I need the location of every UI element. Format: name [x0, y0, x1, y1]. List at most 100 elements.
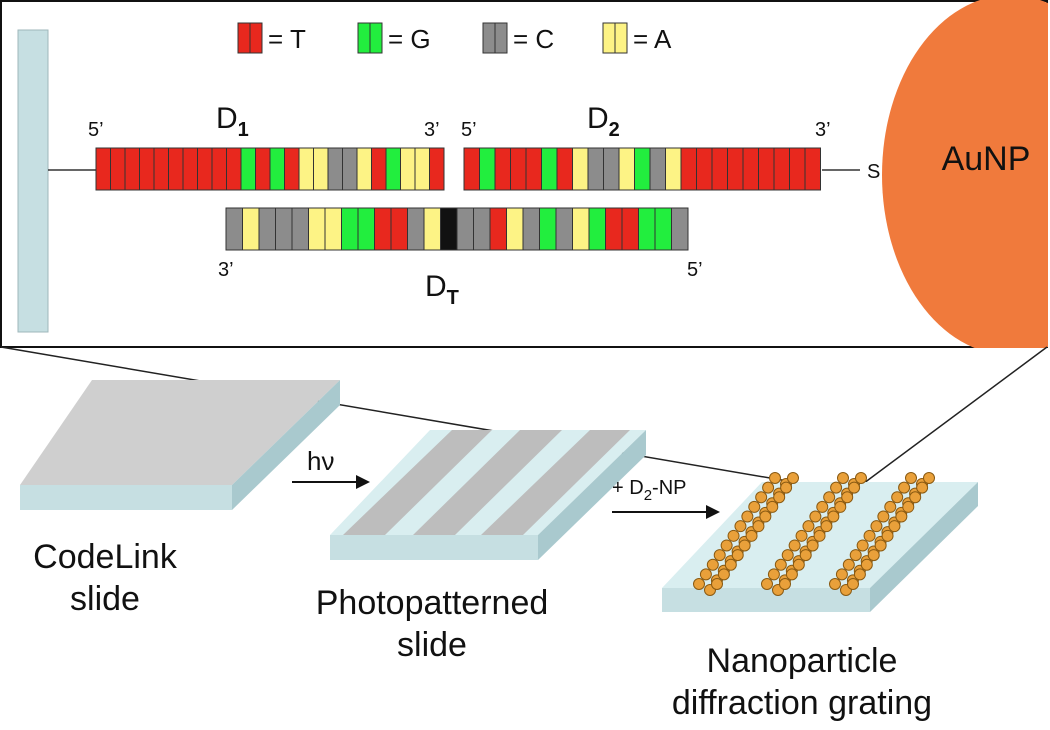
codelink-caption-line2: slide: [70, 580, 140, 618]
nanoparticle-bead-36: [837, 472, 849, 484]
base-d1-13: [284, 147, 300, 191]
base-d1-20: [385, 147, 401, 191]
nanoparticle-bead-101: [860, 558, 873, 571]
photopatterned-caption-line1: Photopatterned: [316, 584, 549, 622]
nanoparticle-bead-54: [795, 529, 808, 542]
base-d2-14: [680, 147, 697, 191]
legend-swatch-A: [614, 22, 628, 54]
base-dt-14: [456, 207, 474, 251]
base-d1-2: [124, 147, 140, 191]
legend-label-A: = A: [633, 24, 672, 54]
legend-label-T: = T: [268, 24, 306, 54]
d1-3prime-label: 3’: [424, 119, 440, 141]
base-d2-12: [649, 147, 666, 191]
nanoparticle-bead-96: [849, 549, 862, 562]
nanoparticle-bead-21: [720, 539, 733, 552]
nanoparticle-bead-92: [881, 529, 894, 542]
base-d2-22: [804, 147, 821, 191]
nanoparticle-bead-3: [762, 481, 775, 494]
nanoparticle-bead-9: [748, 500, 761, 513]
nanoparticle-bead-105: [829, 578, 841, 590]
base-d2-8: [587, 147, 604, 191]
nanoparticle-bead-90: [863, 529, 876, 542]
base-dt-11: [407, 207, 425, 251]
nanoparticle-bead-71: [779, 578, 791, 590]
arrow-illumination: [292, 475, 370, 489]
nanoparticle-bead-59: [806, 539, 819, 552]
base-dt-27: [671, 207, 689, 251]
base-dt-0: [225, 207, 243, 251]
base-dt-13: [440, 207, 458, 251]
base-dt-2: [258, 207, 276, 251]
base-d2-2: [494, 147, 511, 191]
nanoparticle-bead-66: [767, 568, 780, 581]
nanoparticle-bead-20: [745, 529, 758, 542]
nanoparticle-bead-51: [802, 520, 815, 533]
nanoparticle-bead-86: [895, 510, 908, 523]
base-legend: = T= G= C= A: [237, 22, 672, 54]
base-dt-7: [341, 207, 359, 251]
nanoparticle-bead-57: [788, 539, 801, 552]
illumination-label: hν: [307, 446, 334, 476]
strand-d2: [463, 147, 821, 191]
photopatterned-caption-line2: slide: [397, 626, 467, 664]
base-d1-5: [168, 147, 184, 191]
nanoparticle-bead-50: [827, 510, 840, 523]
base-d1-14: [298, 147, 314, 191]
base-d1-8: [211, 147, 227, 191]
nanoparticle-bead-18: [727, 529, 740, 542]
base-d1-11: [255, 147, 271, 191]
legend-swatch-T: [249, 22, 263, 54]
base-d1-15: [313, 147, 329, 191]
base-d1-6: [182, 147, 198, 191]
base-d1-12: [269, 147, 285, 191]
base-d1-9: [226, 147, 242, 191]
nanoparticle-bead-8: [773, 491, 786, 504]
base-d2-3: [510, 147, 527, 191]
nanoparticle-bead-68: [785, 568, 798, 581]
nanoparticle-bead-2: [787, 472, 799, 484]
base-d2-4: [525, 147, 542, 191]
base-d2-5: [541, 147, 558, 191]
nanoparticle-bead-29: [724, 558, 737, 571]
gold-nanoparticle: [882, 0, 1048, 348]
strand-d2-label: D2: [587, 102, 620, 141]
grating-caption-line1: Nanoparticle: [707, 642, 898, 680]
nanoparticle-bead-78: [891, 491, 904, 504]
base-d2-21: [789, 147, 806, 191]
d2-5prime-label: 5’: [461, 119, 477, 141]
zoom-line-right: [851, 346, 1048, 493]
legend-swatch-C: [482, 22, 496, 54]
codelink-slide: [20, 380, 340, 510]
nanoparticle-bead-62: [799, 549, 812, 562]
base-d2-9: [603, 147, 620, 191]
nanoparticle-bead-107: [847, 578, 859, 590]
dt-3prime-label: 3’: [218, 259, 234, 281]
nanoparticle-bead-53: [820, 520, 833, 533]
base-dt-24: [621, 207, 639, 251]
base-dt-21: [572, 207, 590, 251]
base-d2-11: [634, 147, 651, 191]
nanoparticle-bead-47: [834, 500, 847, 513]
nanoparticle-bead-45: [816, 500, 829, 513]
base-dt-22: [588, 207, 606, 251]
base-d2-16: [711, 147, 728, 191]
base-d2-20: [773, 147, 790, 191]
base-dt-17: [506, 207, 524, 251]
nanoparticle-bead-17: [752, 520, 765, 533]
base-dt-9: [374, 207, 392, 251]
base-dt-15: [473, 207, 491, 251]
base-d2-18: [742, 147, 759, 191]
particle-label: AuNP: [942, 140, 1031, 178]
nanoparticle-bead-27: [706, 558, 719, 571]
nanoparticle-bead-23: [738, 539, 751, 552]
base-d1-1: [110, 147, 126, 191]
legend-swatch-A: [602, 22, 616, 54]
base-d2-0: [463, 147, 480, 191]
base-dt-5: [308, 207, 326, 251]
nanoparticle-bead-32: [717, 568, 730, 581]
dt-5prime-label: 5’: [687, 259, 703, 281]
strand-dt: [225, 207, 689, 251]
nanoparticle-bead-11: [766, 500, 779, 513]
